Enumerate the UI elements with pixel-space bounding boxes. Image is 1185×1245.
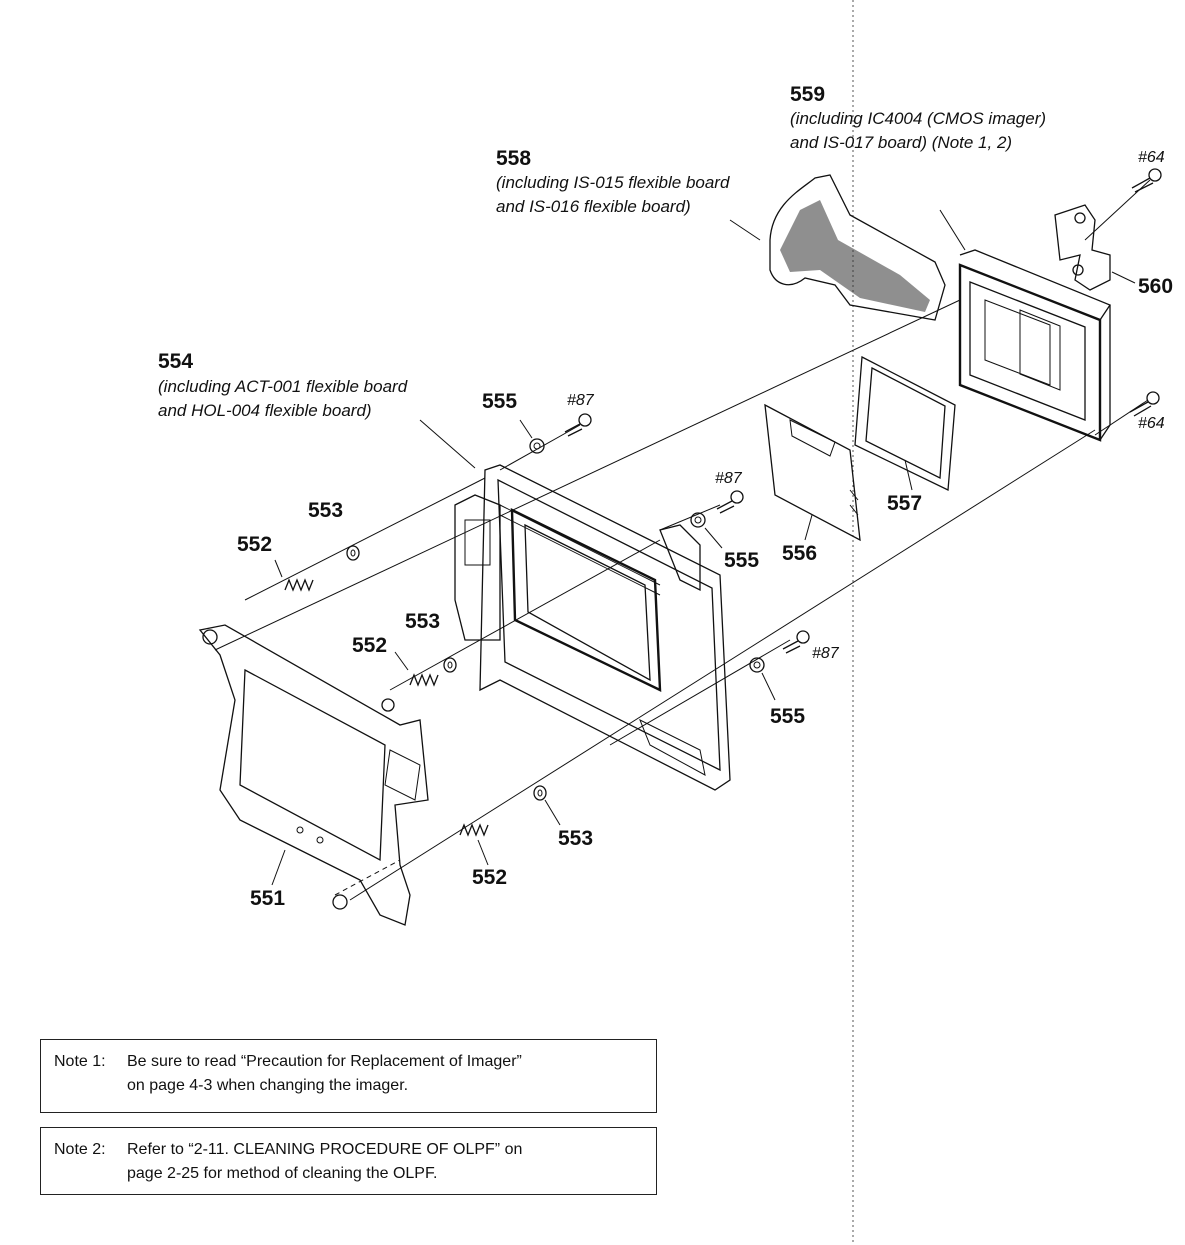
screw-64-top — [1131, 168, 1162, 193]
part-label-552-a: 552 — [237, 533, 272, 556]
washer-553-b — [443, 657, 457, 673]
part-desc-559-line2: and IS-017 board) (Note 1, 2) — [790, 133, 1012, 152]
note-2-label: Note 2: — [54, 1141, 106, 1158]
washer-555-b — [690, 512, 723, 549]
part-label-555-b: 555 — [724, 549, 759, 572]
part-desc-554-line1: (including ACT-001 flexible board — [158, 377, 408, 396]
washer-553-c — [533, 785, 561, 826]
plate-551 — [198, 624, 429, 926]
bracket-560 — [1054, 204, 1136, 291]
note-1-line1: Be sure to read “Precaution for Replacem… — [127, 1053, 522, 1070]
screw-label-87-c: #87 — [812, 645, 840, 662]
part-desc-554-line2: and HOL-004 flexible board) — [158, 401, 372, 420]
note-2-line2: page 2-25 for method of cleaning the OLP… — [127, 1165, 438, 1182]
note-2-box: Note 2: Refer to “2-11. CLEANING PROCEDU… — [40, 1127, 657, 1195]
washer-555-a — [519, 419, 545, 454]
note-1-label: Note 1: — [54, 1053, 106, 1070]
spring-552-a — [274, 559, 314, 592]
part-label-552-c: 552 — [472, 866, 507, 889]
screw-64-bottom — [1129, 391, 1160, 417]
part-label-551: 551 — [250, 887, 285, 910]
imager-block-559 — [939, 209, 1111, 442]
part-label-555-a: 555 — [482, 390, 517, 413]
screw-label-87-a: #87 — [567, 392, 595, 409]
assembly-guide-lines — [214, 179, 1151, 901]
part-label-559: 559 — [790, 83, 825, 106]
part-label-560: 560 — [1138, 275, 1173, 298]
note-1-box: Note 1: Be sure to read “Precaution for … — [40, 1039, 657, 1113]
part-label-556: 556 — [782, 542, 817, 565]
note-1-line2: on page 4-3 when changing the imager. — [127, 1077, 409, 1094]
washer-553-a — [346, 545, 360, 561]
screw-87-a — [564, 413, 592, 437]
spring-552-b — [394, 651, 439, 687]
filter-sheet-556 — [764, 403, 861, 542]
screw-label-64-top: #64 — [1138, 149, 1165, 166]
part-label-558: 558 — [496, 147, 531, 170]
screw-87-b — [716, 490, 744, 514]
part-desc-559-line1: (including IC4004 (CMOS imager) — [790, 109, 1046, 128]
main-frame-554 — [419, 419, 731, 791]
screw-label-87-b: #87 — [715, 470, 743, 487]
part-label-553-c: 553 — [558, 827, 593, 850]
part-desc-558-line2: and IS-016 flexible board) — [496, 197, 691, 216]
screw-label-64-bottom: #64 — [1138, 415, 1165, 432]
part-label-555-c: 555 — [770, 705, 805, 728]
spring-552-c — [459, 823, 489, 866]
note-2-line1: Refer to “2-11. CLEANING PROCEDURE OF OL… — [127, 1141, 523, 1158]
filter-frame-557 — [854, 355, 956, 491]
part-label-554: 554 — [158, 350, 193, 373]
screw-87-c — [782, 630, 810, 654]
part-label-553-a: 553 — [308, 499, 343, 522]
part-label-553-b: 553 — [405, 610, 440, 633]
flexible-board-558 — [729, 174, 946, 321]
part-label-552-b: 552 — [352, 634, 387, 657]
part-label-557: 557 — [887, 492, 922, 515]
washer-555-c — [749, 657, 776, 701]
part-desc-558-line1: (including IS-015 flexible board — [496, 173, 730, 192]
